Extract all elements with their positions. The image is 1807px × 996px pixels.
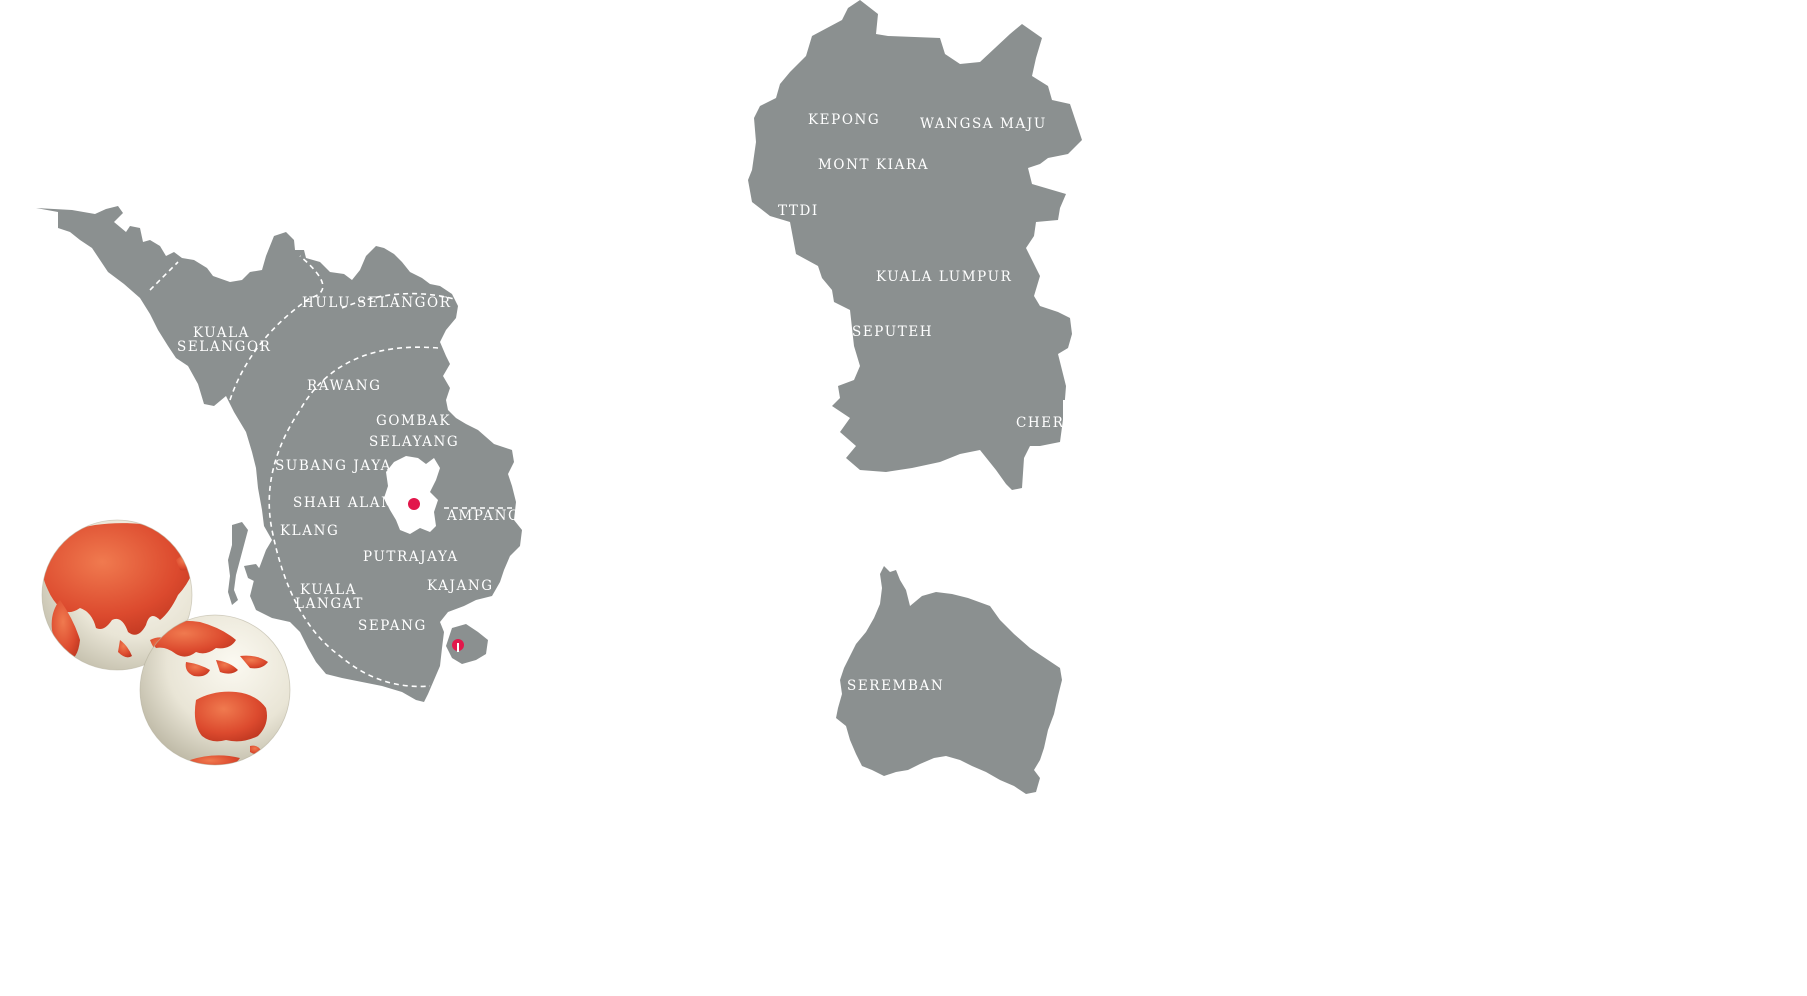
seremban-landmass[interactable] bbox=[836, 566, 1062, 794]
label-subang-jaya: SUBANG JAYA bbox=[275, 458, 392, 474]
label-ampang: AMPANG bbox=[446, 508, 520, 524]
label-kajang: KAJANG bbox=[427, 578, 494, 594]
kuala-lumpur-cutout bbox=[384, 456, 440, 534]
label-seputeh: SEPUTEH bbox=[852, 324, 933, 340]
klang-island bbox=[228, 522, 248, 605]
kuala-lumpur-marker[interactable] bbox=[408, 498, 420, 510]
label-kepong: KEPONG bbox=[808, 112, 880, 128]
label-kuala-lumpur: KUALA LUMPUR bbox=[876, 269, 1012, 285]
kuala-lumpur-landmass[interactable] bbox=[748, 0, 1082, 490]
label-hulu-selangor: HULU SELANGOR bbox=[302, 295, 452, 311]
divider-arc-outer bbox=[341, 292, 459, 309]
divider-arc-inner bbox=[268, 346, 439, 688]
selangor-landmass[interactable] bbox=[36, 206, 522, 702]
label-kuala-selangor-1: KUALA bbox=[193, 325, 250, 341]
label-rawang: RAWANG bbox=[307, 378, 382, 394]
label-wangsa-maju: WANGSA MAJU bbox=[920, 116, 1047, 132]
sepang-exclave bbox=[446, 624, 488, 664]
globe-oceania-icon bbox=[139, 614, 291, 766]
kl-edge-mask bbox=[1063, 400, 1123, 450]
label-gombak: GOMBAK bbox=[376, 413, 451, 429]
location-pin-icon[interactable] bbox=[452, 639, 464, 652]
label-kuala-langat-1: KUALA bbox=[300, 582, 357, 598]
pulau-ketam bbox=[244, 564, 262, 582]
kuala-lumpur-map: KEPONG WANGSA MAJU MONT KIARA TTDI KUALA… bbox=[748, 0, 1085, 490]
label-kuala-langat-2: LANGAT bbox=[295, 596, 364, 612]
seremban-map: SEREMBAN bbox=[836, 566, 1062, 794]
label-shah-alam: SHAH ALAM bbox=[293, 495, 397, 511]
label-selayang: SELAYANG bbox=[369, 434, 459, 450]
label-klang: KLANG bbox=[280, 523, 339, 539]
label-putrajaya: PUTRAJAYA bbox=[363, 549, 459, 565]
label-ttdi: TTDI bbox=[778, 203, 819, 219]
selangor-map: KUALA SELANGOR HULU SELANGOR RAWANG GOMB… bbox=[36, 206, 522, 702]
label-mont-kiara: MONT KIARA bbox=[818, 157, 929, 173]
label-seremban: SEREMBAN bbox=[847, 678, 944, 694]
divider-north-1 bbox=[149, 261, 179, 291]
label-sepang: SEPANG bbox=[358, 618, 427, 634]
globe-asia-icon bbox=[41, 519, 193, 671]
label-kuala-selangor-2: SELANGOR bbox=[177, 339, 271, 355]
